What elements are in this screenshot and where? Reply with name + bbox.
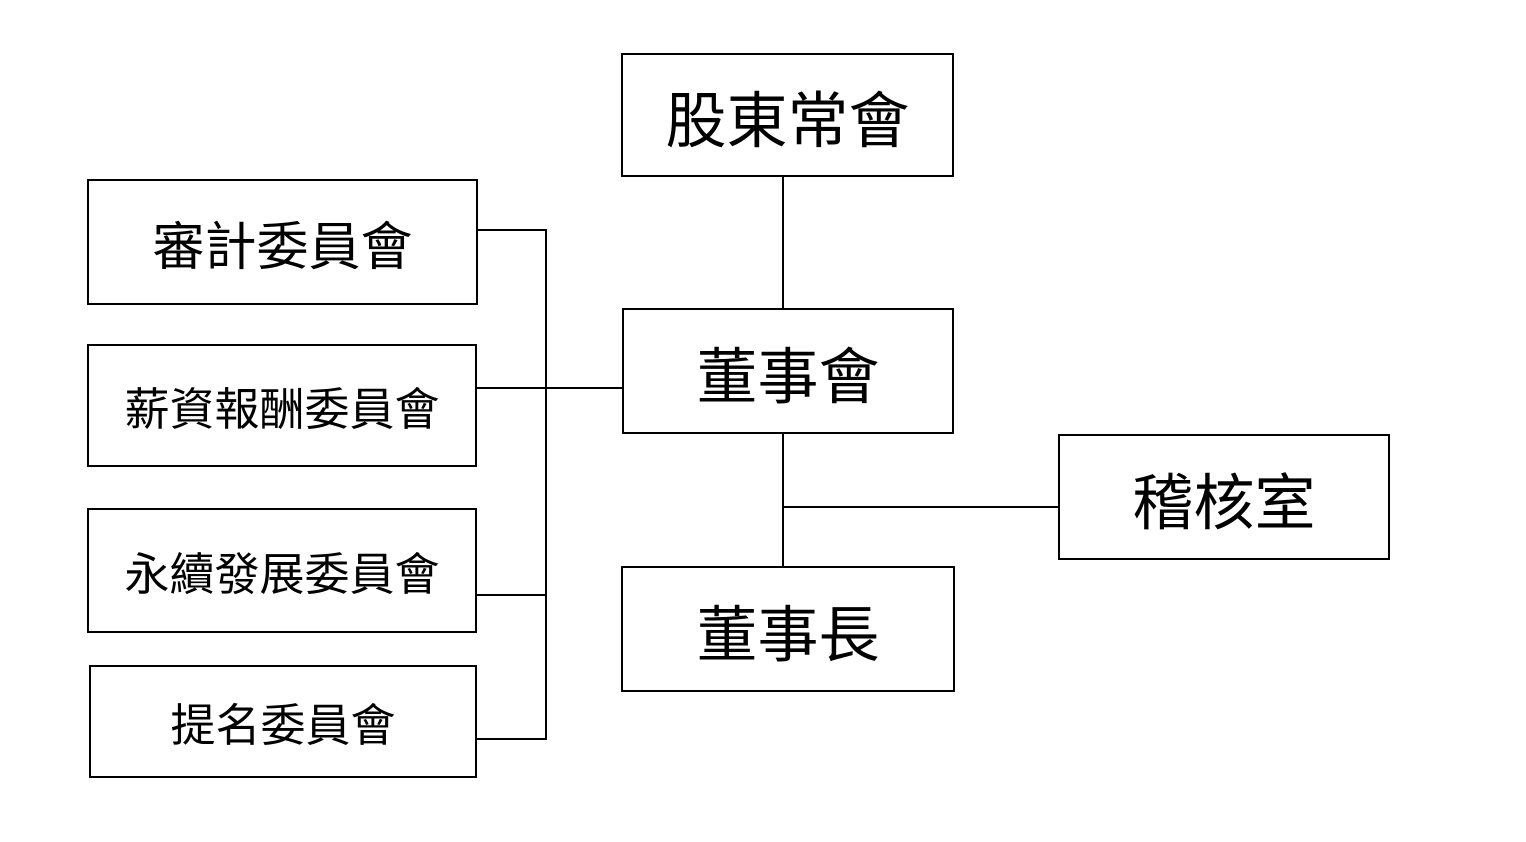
edge-nomination-committee-stub [476, 738, 546, 740]
node-sustainability-committee-label: 永續發展委員會 [124, 549, 440, 600]
node-shareholders-meeting: 股東常會 [621, 53, 954, 177]
node-board-of-directors: 董事會 [622, 308, 954, 434]
edge-audit-committee-stub [477, 229, 546, 231]
node-audit-committee: 審計委員會 [87, 179, 478, 305]
node-compensation-committee: 薪資報酬委員會 [87, 344, 477, 467]
node-chairman: 董事長 [621, 566, 955, 692]
edge-board-chairman [782, 434, 784, 566]
edge-board-audit-office [782, 506, 1058, 508]
node-sustainability-committee: 永續發展委員會 [87, 508, 477, 633]
node-chairman-label: 董事長 [696, 600, 880, 669]
edge-committees-trunk [545, 229, 547, 740]
node-board-of-directors-label: 董事會 [696, 342, 880, 411]
node-audit-office: 稽核室 [1058, 434, 1390, 560]
node-shareholders-meeting-label: 股東常會 [665, 86, 910, 155]
node-nomination-committee-label: 提名委員會 [170, 700, 396, 751]
edge-sustainability-committee-stub [476, 594, 546, 596]
edge-shareholders-board [782, 177, 784, 308]
node-nomination-committee: 提名委員會 [89, 665, 477, 778]
node-compensation-committee-label: 薪資報酬委員會 [124, 384, 440, 435]
node-audit-committee-label: 審計委員會 [152, 218, 413, 277]
edge-compensation-committee-board [476, 387, 622, 389]
node-audit-office-label: 稽核室 [1132, 468, 1316, 537]
